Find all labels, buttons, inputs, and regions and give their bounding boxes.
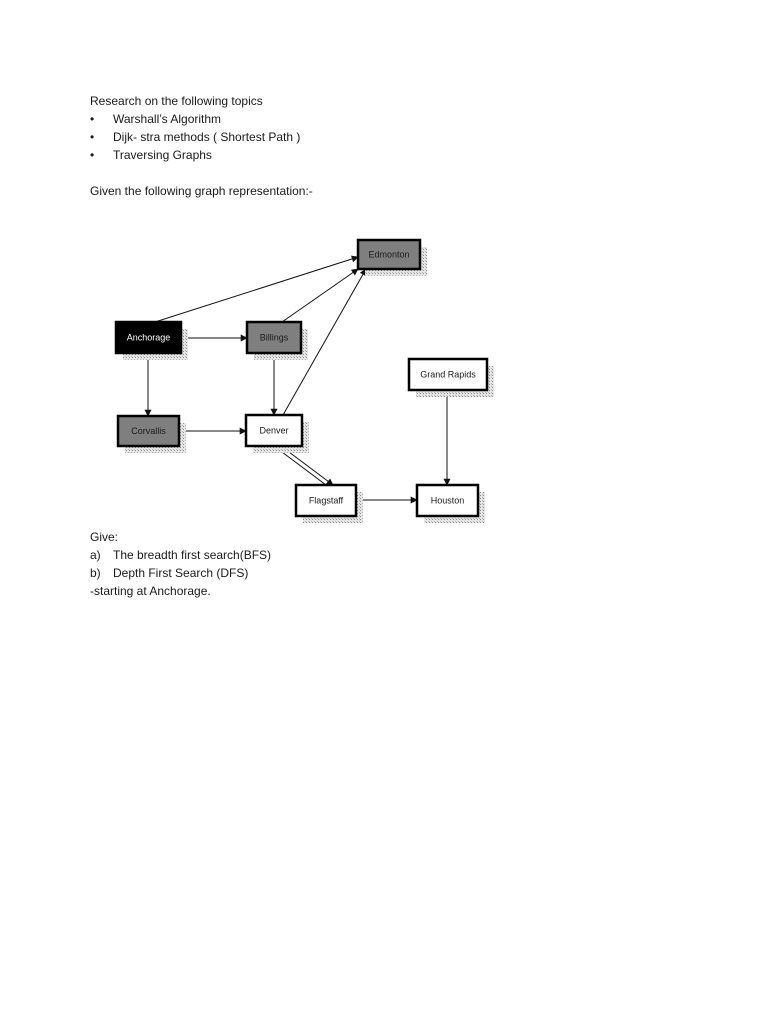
give-label: Give:	[90, 530, 119, 544]
node-box	[114, 320, 183, 355]
edge-billings-to-edmonton	[281, 268, 359, 323]
node-box	[245, 320, 303, 355]
node-label: Grand Rapids	[420, 370, 476, 380]
node-label: Anchorage	[127, 333, 171, 343]
edges-layer	[144, 255, 451, 504]
node-box	[116, 414, 181, 448]
node-label: Edmonton	[368, 250, 409, 260]
node-box	[294, 483, 358, 518]
bullet-icon: •	[90, 148, 95, 162]
question-text: The breadth first search(BFS)	[113, 548, 272, 562]
edge-anchorage-to-edmonton	[154, 255, 359, 323]
node-box	[415, 483, 480, 518]
node-label: Denver	[259, 426, 288, 436]
topic-text: Warshall’s Algorithm	[113, 112, 222, 126]
question-marker: a)	[90, 548, 101, 562]
node-label: Corvallis	[131, 426, 166, 436]
node-edmonton: Edmonton	[356, 238, 427, 276]
question-marker: b)	[90, 566, 101, 580]
graph-intro-text: Given the following graph representation…	[90, 184, 313, 198]
question-text: Depth First Search (DFS)	[113, 566, 249, 580]
node-anchorage: Anchorage	[114, 320, 188, 360]
topic-item: • Traversing Graphs	[90, 146, 212, 164]
node-box	[407, 357, 489, 392]
node-grand-rapids: Grand Rapids	[407, 357, 494, 397]
topic-item: • Dijk- stra methods ( Shortest Path )	[90, 128, 300, 146]
node-label: Flagstaff	[309, 496, 344, 506]
topic-item: • Warshall’s Algorithm	[90, 110, 221, 128]
node-denver: Denver	[244, 413, 309, 453]
node-flagstaff: Flagstaff	[294, 483, 363, 523]
node-corvallis: Corvallis	[116, 414, 186, 453]
starting-note: -starting at Anchorage.	[90, 584, 211, 598]
bullet-icon: •	[90, 130, 95, 144]
topics-heading: Research on the following topics	[90, 94, 263, 108]
question-item: b) Depth First Search (DFS)	[90, 564, 248, 582]
node-billings: Billings	[245, 320, 308, 360]
question-item: a) The breadth first search(BFS)	[90, 546, 271, 564]
node-houston: Houston	[415, 483, 485, 523]
node-box	[244, 413, 304, 448]
topic-text: Traversing Graphs	[113, 148, 212, 162]
edge-denver-to-edmonton	[282, 268, 367, 416]
bullet-icon: •	[90, 112, 95, 126]
node-box	[356, 238, 422, 271]
node-label: Billings	[260, 333, 289, 343]
topic-text: Dijk- stra methods ( Shortest Path )	[113, 130, 301, 144]
node-label: Houston	[431, 496, 465, 506]
